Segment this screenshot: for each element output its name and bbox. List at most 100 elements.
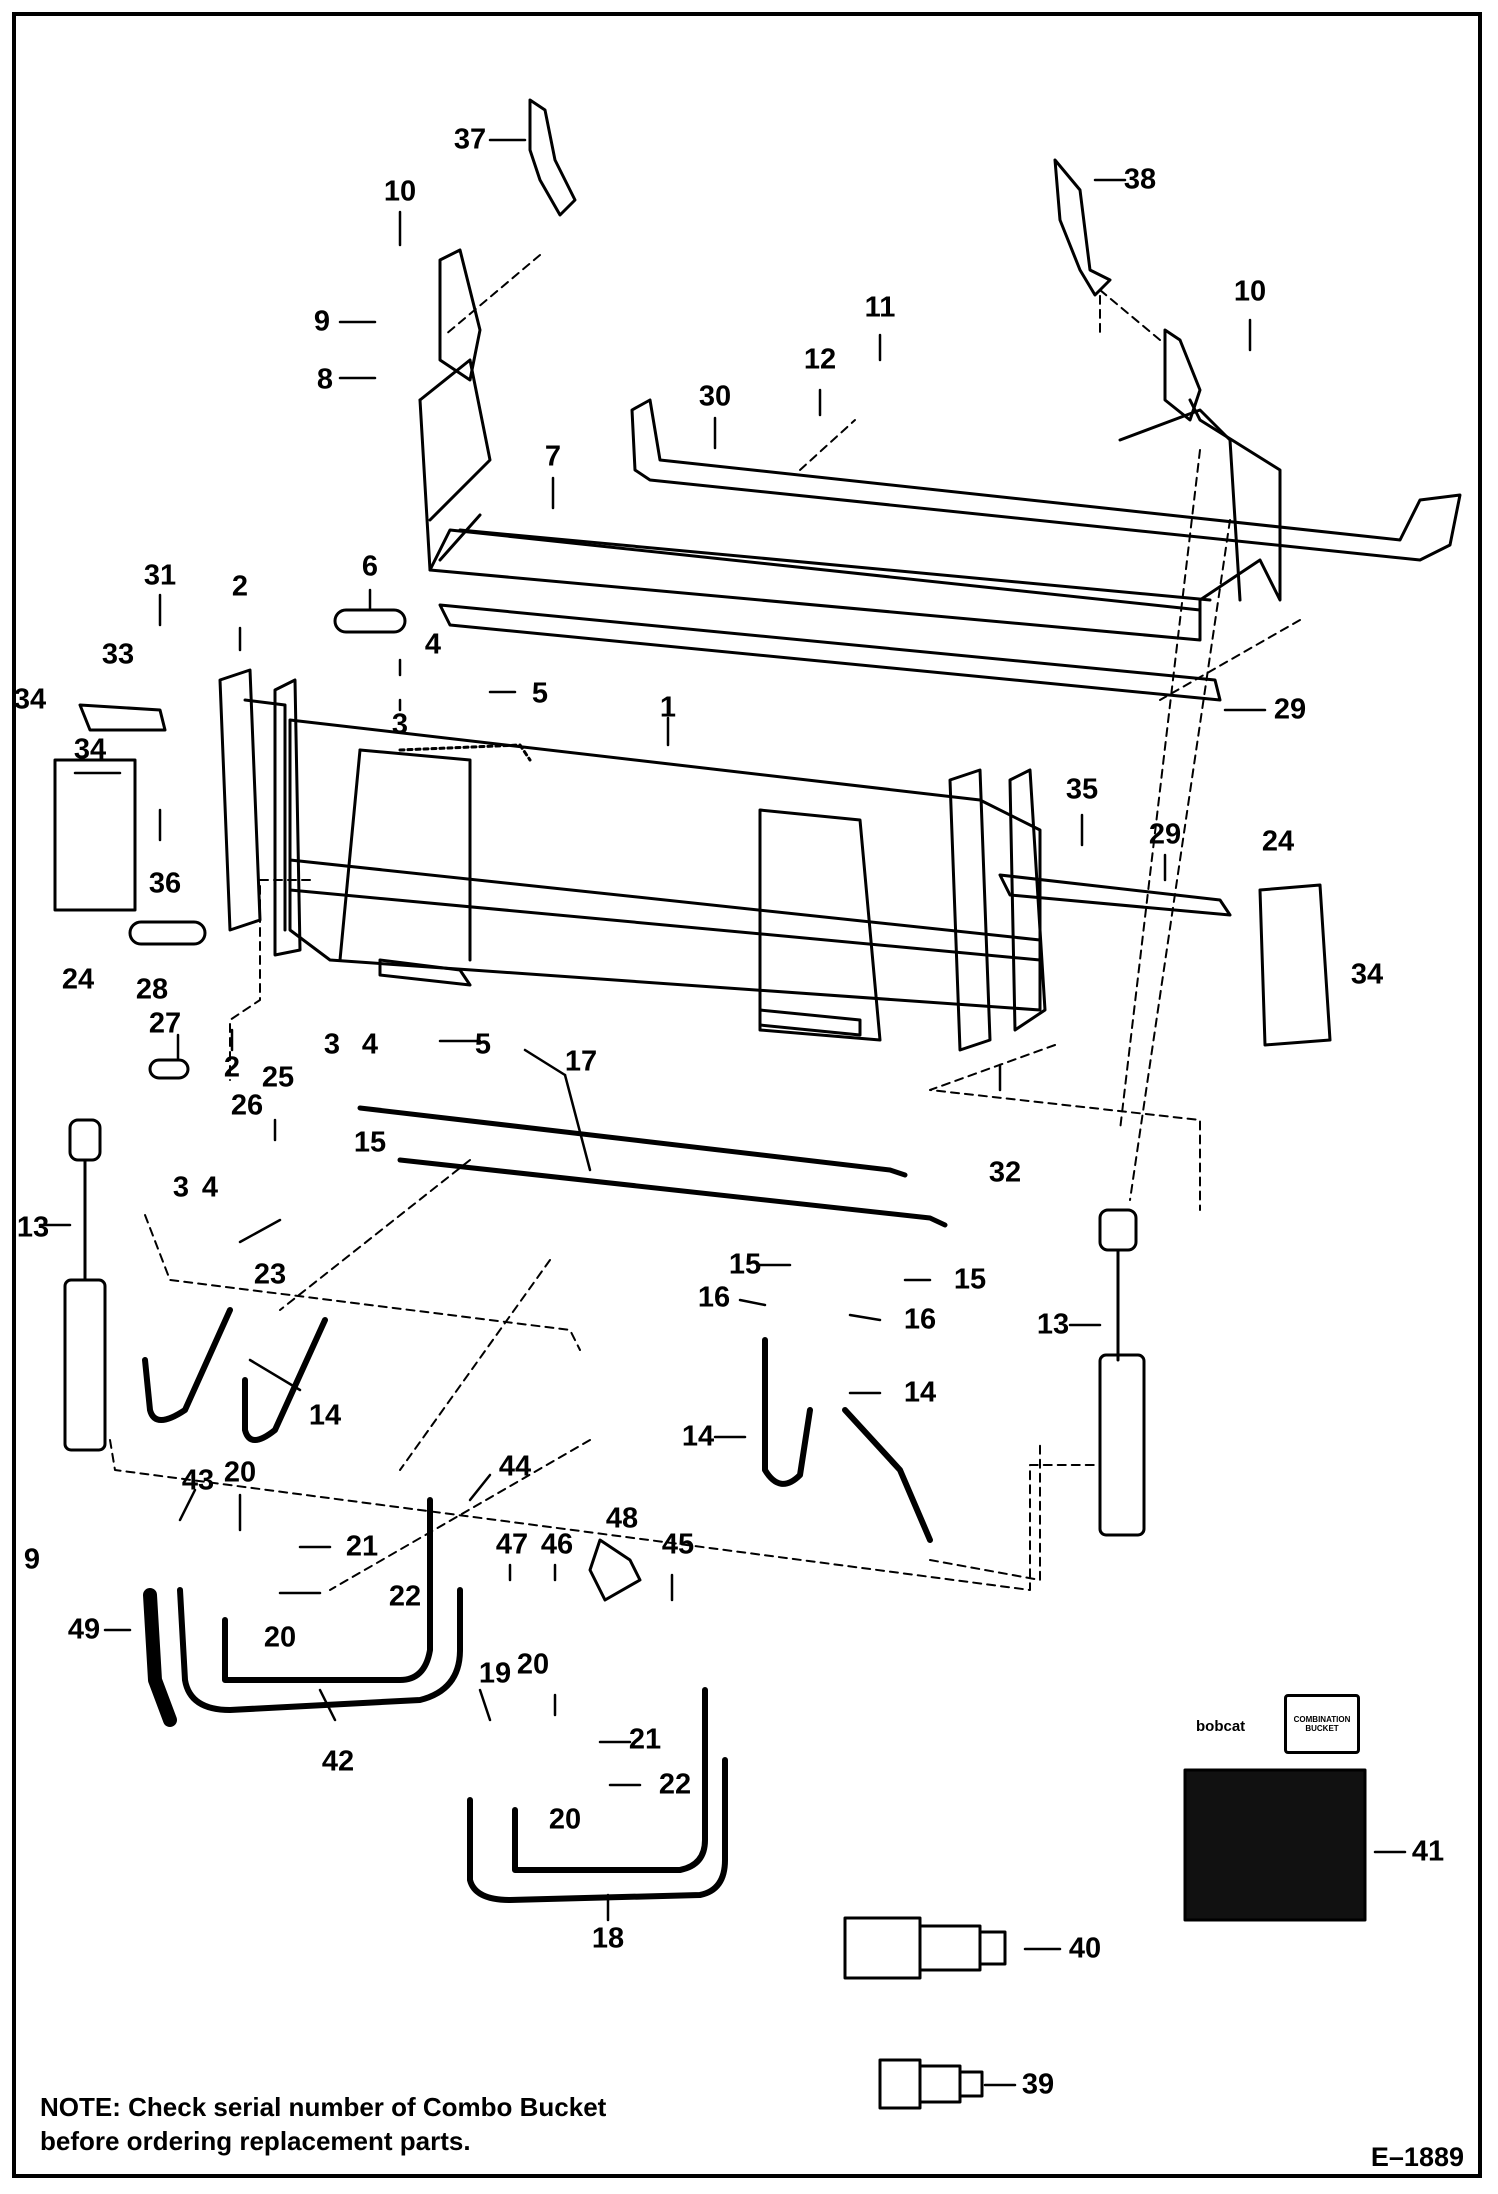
bracket-right	[1163, 328, 1202, 422]
pin-part-27	[148, 1058, 190, 1080]
callout-8: 8	[316, 363, 334, 396]
callout-25: 25	[261, 1061, 295, 1094]
callout-45: 45	[661, 1528, 695, 1561]
callout-35: 35	[1065, 773, 1099, 806]
pin-part-28	[128, 920, 207, 946]
callout-37: 37	[453, 123, 487, 156]
callout-14: 14	[681, 1420, 715, 1453]
manual-part-41	[1183, 1768, 1367, 1922]
bobcat-logo: bobcat	[1196, 1718, 1246, 1735]
callout-27: 27	[148, 1007, 182, 1040]
callout-21: 21	[628, 1723, 662, 1756]
callout-3: 3	[391, 708, 409, 741]
callout-9: 9	[313, 305, 331, 338]
left-side-plates	[218, 668, 302, 957]
callout-20: 20	[223, 1456, 257, 1489]
callout-40: 40	[1068, 1932, 1102, 1965]
callout-15: 15	[353, 1126, 387, 1159]
side-shield-left-part-24	[53, 758, 137, 912]
callout-4: 4	[361, 1028, 379, 1061]
bracket-left	[438, 248, 482, 382]
callout-2: 2	[231, 570, 249, 603]
cylinder-left-part-13	[63, 1118, 107, 1452]
pin-part-6	[333, 608, 407, 634]
callout-4: 4	[424, 628, 442, 661]
callout-31: 31	[143, 559, 177, 592]
callout-6: 6	[361, 550, 379, 583]
callout-28: 28	[135, 973, 169, 1006]
callout-20: 20	[548, 1803, 582, 1836]
callout-36: 36	[148, 867, 182, 900]
tube-part-17	[357, 1105, 948, 1228]
callout-14: 14	[903, 1376, 937, 1409]
callout-5: 5	[531, 677, 549, 710]
callout-17: 17	[564, 1045, 598, 1078]
callout-19: 19	[478, 1657, 512, 1690]
assembly-guide-lines	[109, 254, 1301, 1591]
callout-1: 1	[659, 691, 677, 724]
callout-44: 44	[498, 1450, 532, 1483]
latch-right-part-38	[1053, 158, 1112, 297]
callout-34: 34	[73, 733, 107, 766]
callout-38: 38	[1123, 163, 1157, 196]
plate-part-33	[78, 703, 167, 732]
callout-5: 5	[474, 1028, 492, 1061]
right-side-plates	[948, 768, 1047, 1052]
callout-10: 10	[1233, 275, 1267, 308]
combination-bucket-box: COMBINATION BUCKET	[1284, 1694, 1360, 1754]
callout-39: 39	[1021, 2068, 1055, 2101]
callout-34: 34	[1350, 958, 1384, 991]
hose-assembly-part-42	[177, 1497, 463, 1713]
valve-part-40	[843, 1916, 1007, 1980]
note-label: NOTE:	[40, 2092, 121, 2122]
callout-22: 22	[658, 1768, 692, 1801]
callout-48: 48	[605, 1502, 639, 1535]
callout-11: 11	[864, 291, 896, 324]
callout-16: 16	[903, 1303, 937, 1336]
valve-part-39	[878, 2058, 984, 2110]
callout-24: 24	[61, 963, 95, 996]
rail-part-30	[630, 398, 1462, 562]
callout-43: 43	[181, 1464, 215, 1497]
callout-12: 12	[803, 343, 837, 376]
figure-id: E–1889	[1370, 2142, 1464, 2172]
callout-2: 2	[223, 1051, 241, 1084]
callout-14: 14	[308, 1399, 342, 1432]
callout-24: 24	[1261, 825, 1295, 858]
callout-13: 13	[16, 1211, 50, 1244]
callout-18: 18	[591, 1922, 625, 1955]
callout-34: 34	[13, 683, 47, 716]
callout-20: 20	[263, 1621, 297, 1654]
hoses-part-14	[142, 1307, 933, 1543]
serial-number-note: NOTE: Check serial number of Combo Bucke…	[40, 2090, 660, 2158]
bucket-upper-part-7	[418, 358, 1282, 642]
latch-left-part-37	[528, 98, 577, 217]
callout-21: 21	[345, 1530, 379, 1563]
callout-15: 15	[728, 1248, 762, 1281]
callout-22: 22	[388, 1580, 422, 1613]
callout-3: 3	[323, 1028, 341, 1061]
main-frame-part-1	[288, 718, 1042, 1042]
callout-10: 10	[383, 175, 417, 208]
callout-7: 7	[544, 440, 562, 473]
side-shield-right-part-24	[1258, 883, 1332, 1047]
callout-29: 29	[1273, 693, 1307, 726]
callout-15: 15	[953, 1263, 987, 1296]
callout-47: 47	[495, 1528, 529, 1561]
callout-33: 33	[101, 638, 135, 671]
callout-13: 13	[1036, 1308, 1070, 1341]
callout-41: 41	[1411, 1835, 1445, 1868]
callout-3: 3	[172, 1171, 190, 1204]
callout-29: 29	[1148, 818, 1182, 851]
callout-30: 30	[698, 380, 732, 413]
cutting-edge-part-29	[438, 603, 1232, 917]
callout-32: 32	[988, 1156, 1022, 1189]
coupler-part-48	[588, 1538, 642, 1602]
callout-23: 23	[253, 1258, 287, 1291]
callout-46: 46	[540, 1528, 574, 1561]
hose-part-49	[143, 1588, 177, 1727]
callout-20: 20	[516, 1648, 550, 1681]
cylinder-right-part-13	[1098, 1208, 1146, 1537]
note-text: Check serial number of Combo Bucket befo…	[40, 2092, 607, 2156]
